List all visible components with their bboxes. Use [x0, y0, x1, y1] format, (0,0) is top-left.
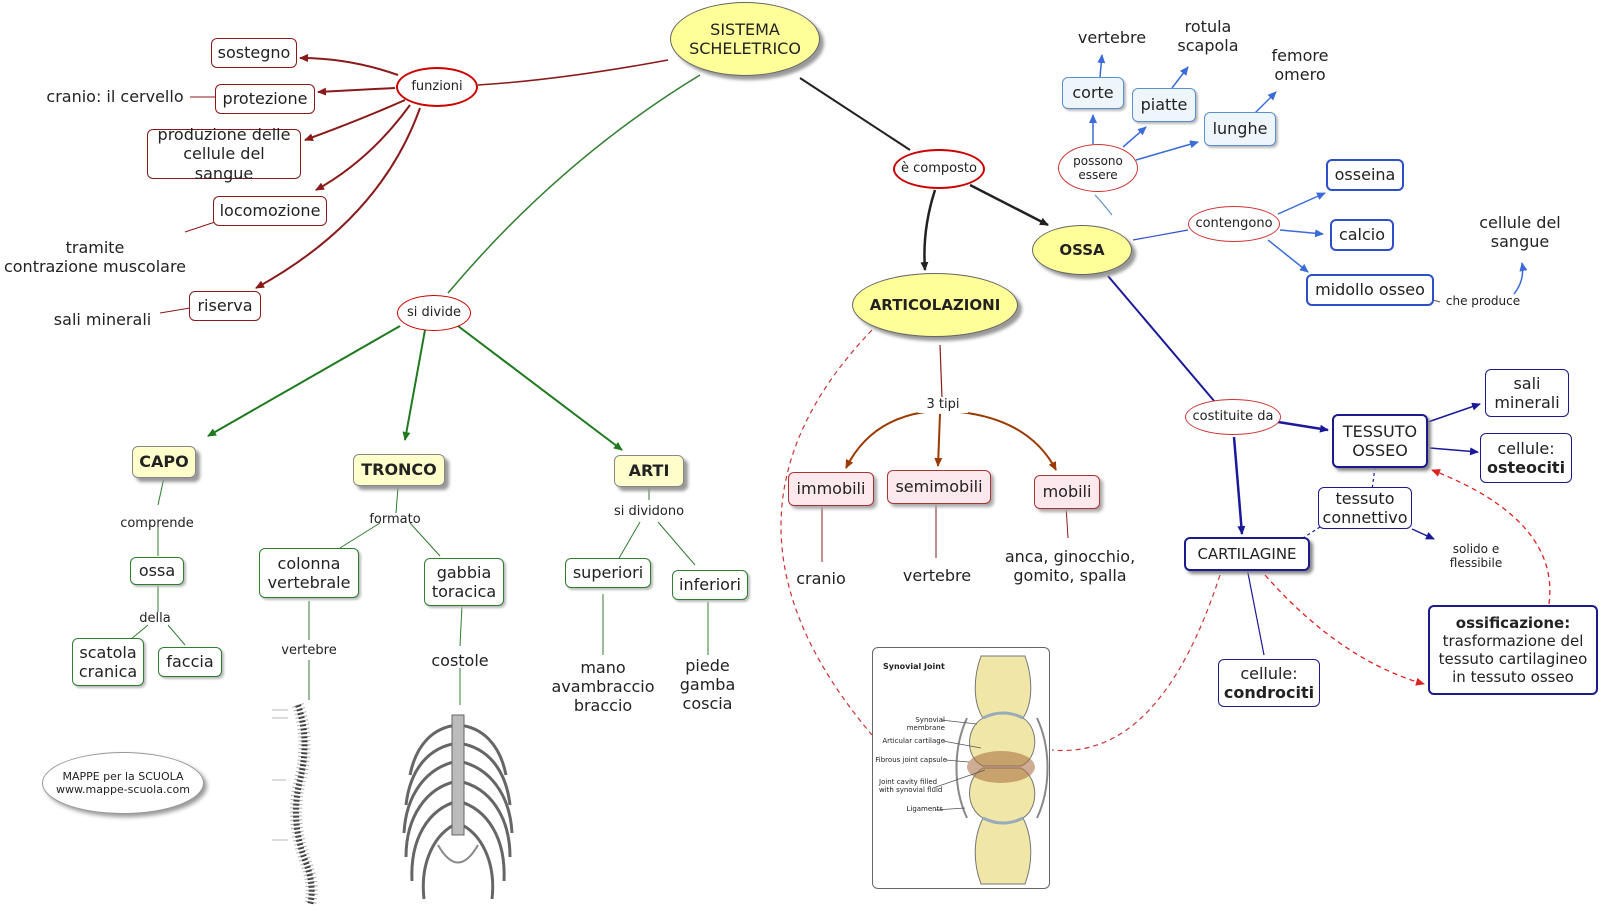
tre-tipi-link: 3 tipi [918, 397, 968, 413]
cellule-del-sangue: cellule del sangue [1479, 213, 1561, 252]
spine-illustration [272, 703, 318, 907]
possono-essere-link[interactable]: possono essere [1058, 144, 1138, 192]
cartilagine-node[interactable]: CARTILAGINE [1184, 537, 1310, 571]
che-produce-link: che produce [1445, 294, 1521, 308]
ossa-node[interactable]: ossa [130, 557, 184, 585]
cellule-osteociti-node[interactable]: cellule: osteociti [1480, 433, 1572, 483]
ossificazione-text: trasformazione del tessuto cartilagineo … [1438, 632, 1588, 686]
funzioni-link[interactable]: funzioni [396, 67, 478, 107]
semimobili-node[interactable]: semimobili [887, 470, 991, 504]
funzione-riserva[interactable]: riserva [189, 291, 261, 321]
joint-label-membrane: Synovial membrane [906, 716, 945, 733]
gabbia-toracica-node[interactable]: gabbia toracica [424, 558, 504, 606]
si-divide-link[interactable]: si divide [397, 295, 471, 331]
costole-label: costole [431, 651, 489, 670]
vertebre-label: vertebre [281, 643, 337, 658]
note-sali: sali minerali [53, 310, 152, 329]
note-cranio: cranio: il cervello [46, 87, 184, 106]
inferiori-detail: piede gamba coscia [679, 656, 736, 714]
joint-drawing [932, 655, 1049, 885]
mobili-node[interactable]: mobili [1034, 475, 1100, 509]
faccia-node[interactable]: faccia [158, 647, 222, 677]
ribcage-illustration [402, 714, 514, 900]
tessuto-osseo-node[interactable]: TESSUTO OSSEO [1332, 414, 1428, 468]
joint-label-cartilage: Articular cartilage [882, 737, 945, 745]
synovial-joint-figure: Synovial Joint Synovial membrane Articul… [872, 647, 1050, 889]
lunghe-node[interactable]: lunghe [1204, 112, 1276, 146]
cellule-label: cellule: [1497, 438, 1555, 458]
funzione-locomozione[interactable]: locomozione [213, 196, 327, 226]
osteociti-value: osteociti [1486, 458, 1566, 477]
joint-label-capsule: Fibrous joint capsule [875, 756, 947, 764]
della-link: della [139, 611, 171, 626]
superiori-node[interactable]: superiori [565, 558, 651, 588]
lunghe-example: femore omero [1271, 46, 1329, 85]
superiori-detail: mano avambraccio braccio [551, 658, 655, 716]
corte-node[interactable]: corte [1062, 77, 1124, 109]
tronco-node[interactable]: TRONCO [353, 454, 445, 486]
osseina-node[interactable]: osseina [1326, 159, 1404, 191]
funzione-produzione[interactable]: produzione delle cellule del sangue [147, 125, 301, 183]
formato-link: formato [369, 512, 421, 527]
costituite-da-link[interactable]: costituite da [1185, 399, 1281, 435]
cartilagine-cellule-label: cellule: [1240, 663, 1298, 683]
ossificazione-title: ossificazione: [1455, 614, 1571, 632]
cellule-condrociti-node[interactable]: cellule: condrociti [1218, 659, 1320, 707]
mobili-example: anca, ginocchio, gomito, spalla [1004, 547, 1136, 586]
ossa-main-node[interactable]: OSSA [1032, 225, 1132, 275]
condrociti-value: condrociti [1223, 683, 1315, 702]
solido-flessibile: solido e flessibile [1449, 542, 1503, 571]
tessuto-connettivo-node[interactable]: tessuto connettivo [1318, 487, 1412, 529]
colonna-vertebrale-node[interactable]: colonna vertebrale [259, 548, 359, 598]
piatte-node[interactable]: piatte [1132, 88, 1196, 122]
joint-label-ligaments: Ligaments [906, 805, 943, 813]
corte-example: vertebre [1077, 28, 1147, 47]
midollo-osseo-node[interactable]: midollo osseo [1306, 274, 1434, 306]
semimobili-example: vertebre [902, 566, 972, 585]
main-topic[interactable]: SISTEMA SCHELETRICO [670, 2, 820, 76]
si-dividono-link: si dividono [613, 504, 685, 519]
calcio-node[interactable]: calcio [1330, 219, 1394, 251]
funzione-protezione[interactable]: protezione [215, 84, 315, 114]
inferiori-node[interactable]: inferiori [672, 570, 748, 600]
funzione-sostegno[interactable]: sostegno [211, 38, 297, 68]
arti-node[interactable]: ARTI [614, 455, 684, 487]
capo-node[interactable]: CAPO [132, 446, 196, 478]
sali-minerali-node[interactable]: sali minerali [1485, 369, 1569, 417]
articolazioni-node[interactable]: ARTICOLAZIONI [852, 273, 1018, 337]
joint-label-cavity: Joint cavity filled with synovial fluid [879, 778, 943, 795]
piatte-example: rotula scapola [1177, 17, 1239, 56]
contengono-link[interactable]: contengono [1188, 206, 1280, 242]
e-composto-link[interactable]: è composto [893, 149, 985, 189]
credit-badge: MAPPE per la SCUOLA www.mappe-scuola.com [42, 752, 204, 814]
comprende-link: comprende [120, 516, 194, 531]
ossificazione-node[interactable]: ossificazione: trasformazione del tessut… [1428, 605, 1598, 695]
note-contrazione: tramite contrazione muscolare [3, 238, 187, 277]
immobili-node[interactable]: immobili [788, 472, 874, 506]
immobili-example: cranio [796, 569, 846, 588]
joint-title: Synovial Joint [883, 662, 945, 671]
scatola-cranica-node[interactable]: scatola cranica [72, 638, 144, 686]
